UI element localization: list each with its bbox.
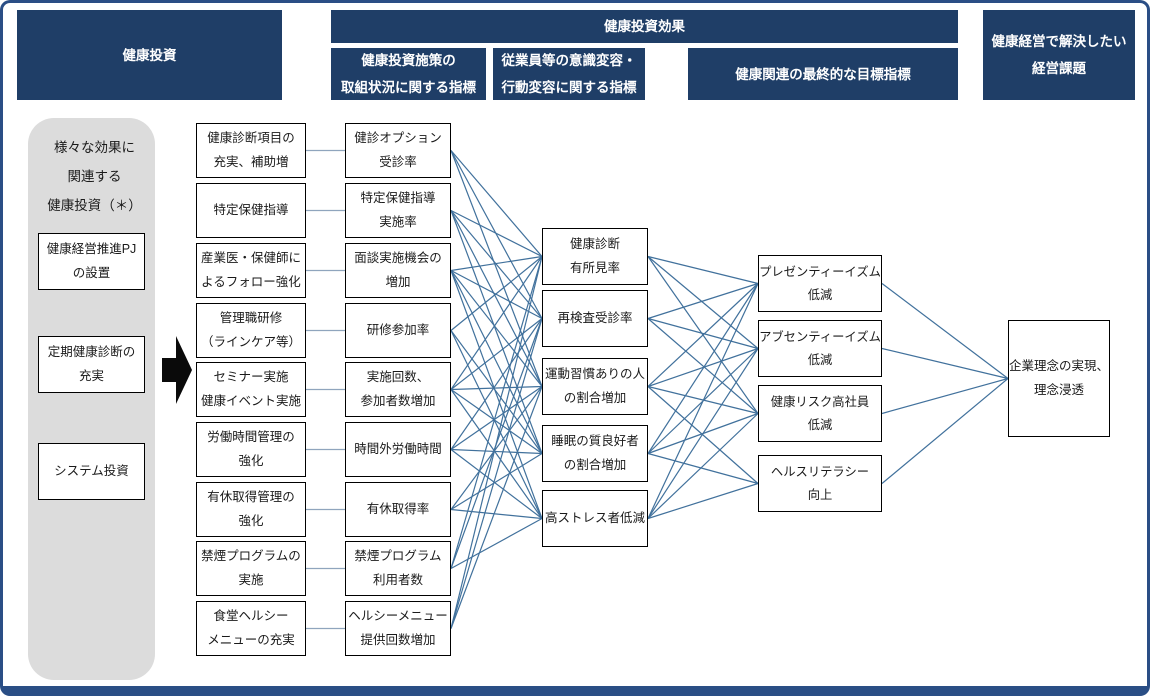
activity-box: 労働時間管理の 強化 xyxy=(196,422,306,477)
edge-line xyxy=(450,389,543,519)
activity-box: セミナー実施 健康イベント実施 xyxy=(196,362,306,417)
edge-line xyxy=(450,448,543,455)
behavior-indicator-box: 再検査受診率 xyxy=(542,290,648,347)
investment-item-box: 定期健康診断の 充実 xyxy=(38,336,145,393)
edge-line xyxy=(881,347,1009,380)
edge-line xyxy=(450,449,543,519)
investment-panel xyxy=(28,118,155,680)
edge-line xyxy=(647,413,759,519)
activity-indicator-box: 健診オプション 受診率 xyxy=(345,123,451,178)
activity-box: 特定保健指導 xyxy=(196,183,306,238)
edge-line xyxy=(450,150,543,387)
investment-item-box: システム投資 xyxy=(38,443,145,500)
target-indicator-box: 健康リスク高社員 低減 xyxy=(758,385,882,442)
edge-line xyxy=(647,283,759,387)
edge-line xyxy=(647,452,759,485)
edge-line xyxy=(450,270,543,519)
edge-line xyxy=(450,209,543,258)
activity-indicator-box: 禁煙プログラム 利用者数 xyxy=(345,541,451,596)
edge-line xyxy=(450,318,543,390)
target-indicator-box: プレゼンティーイズム 低減 xyxy=(758,255,882,312)
connection-lines xyxy=(162,149,1009,630)
target-indicator-box: ヘルスリテラシー 向上 xyxy=(758,455,882,512)
activity-indicator-box: 特定保健指導 実施率 xyxy=(345,183,451,238)
edge-line xyxy=(450,318,543,629)
activity-box: 禁煙プログラムの 実施 xyxy=(196,541,306,596)
target-indicator-box: アブセンティーイズム 低減 xyxy=(758,320,882,377)
activity-indicator-box: 研修参加率 xyxy=(345,303,451,358)
edge-line xyxy=(450,386,543,629)
behavior-indicator-box: 健康診断 有所見率 xyxy=(542,228,648,285)
behavior-indicator-box: 運動習慣ありの人 の割合増加 xyxy=(542,358,648,415)
activity-indicator-box: 有休取得率 xyxy=(345,482,451,537)
activity-indicator-box: ヘルシーメニュー 提供回数増加 xyxy=(345,601,451,656)
activity-indicator-box: 面談実施機会の 増加 xyxy=(345,243,451,298)
header-awareness-behavior-indicators: 従業員等の意識変容・ 行動変容に関する指標 xyxy=(493,48,645,100)
activity-box: 有休取得管理の 強化 xyxy=(196,482,306,537)
investment-panel-title: 様々な効果に 関連する 健康投資（＊） xyxy=(47,140,142,214)
header-investment-effect-group: 健康投資効果 xyxy=(331,10,958,43)
edge-line xyxy=(450,318,543,450)
edge-line xyxy=(450,330,543,519)
edge-line xyxy=(450,270,543,454)
edge-line xyxy=(647,256,759,349)
edge-line xyxy=(450,270,543,387)
activity-box: 健康診断項目の 充実、補助増 xyxy=(196,123,306,178)
edge-line xyxy=(647,283,759,519)
edge-line xyxy=(450,210,543,387)
behavior-indicator-box: 高ストレス者低減 xyxy=(542,490,648,547)
edge-line xyxy=(881,283,1009,379)
edge-line xyxy=(450,389,543,454)
edge-line xyxy=(647,318,759,414)
edge-line xyxy=(647,317,759,350)
edge-line xyxy=(450,256,543,331)
edge-line xyxy=(881,378,1009,484)
edge-line xyxy=(881,377,1009,415)
header-management-issues: 健康経営で解決したい 経営課題 xyxy=(983,10,1135,100)
edge-line xyxy=(450,255,543,272)
activity-indicator-box: 時間外労働時間 xyxy=(345,422,451,477)
activity-box: 食堂ヘルシー メニューの充実 xyxy=(196,601,306,656)
edge-line xyxy=(450,256,543,390)
edge-line xyxy=(647,255,759,285)
activity-box: 産業医・保健師に よるフォロー強化 xyxy=(196,243,306,298)
edge-line xyxy=(450,150,543,257)
edge-line xyxy=(450,386,543,510)
edge-line xyxy=(450,256,543,629)
investment-item-box: 健康経営推進PJ の設置 xyxy=(38,233,145,290)
header-final-target-indicators: 健康関連の最終的な目標指標 xyxy=(688,48,958,100)
edge-line xyxy=(450,386,543,450)
edge-line xyxy=(450,210,543,454)
edge-line xyxy=(450,517,543,570)
edge-line xyxy=(647,282,759,320)
activity-box: 管理職研修 （ラインケア等） xyxy=(196,303,306,358)
edge-line xyxy=(450,385,543,391)
edge-line xyxy=(450,210,543,319)
final-goal-box: 企業理念の実現、 理念浸透 xyxy=(1008,320,1110,437)
edge-line xyxy=(450,508,543,520)
flow-arrow xyxy=(162,336,192,404)
edge-line xyxy=(647,482,759,520)
edge-line xyxy=(647,386,759,484)
edge-line xyxy=(647,348,759,519)
edge-line xyxy=(647,283,759,454)
edge-line xyxy=(450,330,543,454)
edge-line xyxy=(450,256,543,569)
header-initiative-status-indicators: 健康投資施策の 取組状況に関する指標 xyxy=(331,48,486,100)
header-health-investment: 健康投資 xyxy=(17,10,282,100)
behavior-indicator-box: 睡眠の質良好者 の割合増加 xyxy=(542,425,648,482)
edge-line xyxy=(450,452,543,511)
edge-line xyxy=(450,150,543,319)
activity-indicator-box: 実施回数、 参加者数増加 xyxy=(345,362,451,417)
